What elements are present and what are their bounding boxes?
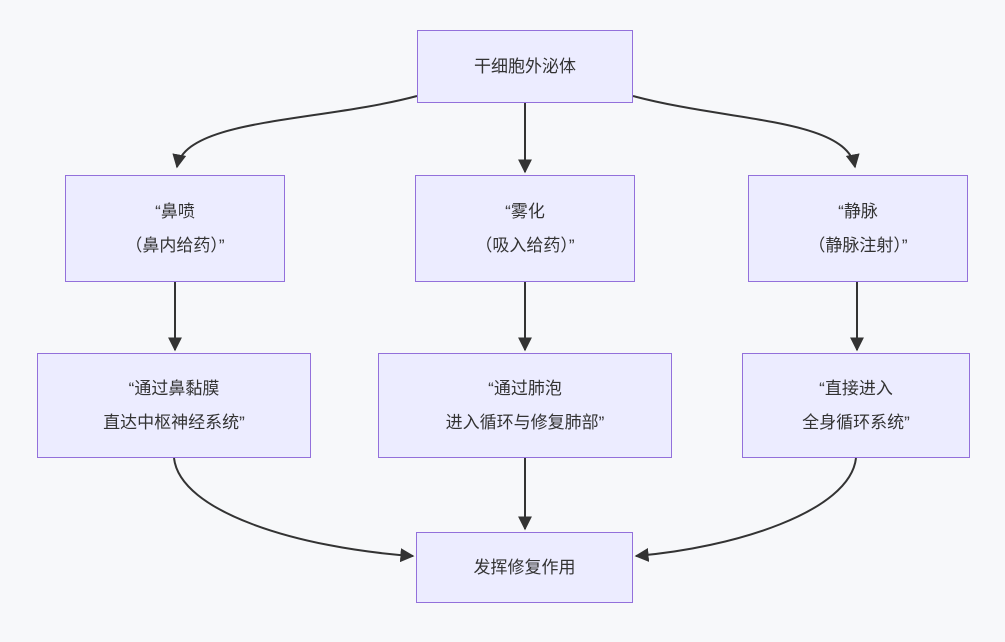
node-source: 干细胞外泌体 bbox=[417, 30, 633, 103]
node-source-label: 干细胞外泌体 bbox=[474, 56, 576, 76]
node-path-nasal: “通过鼻黏膜 直达中枢神经系统” bbox=[37, 353, 311, 458]
node-route-nasal-label: “鼻喷 （鼻内给药）” bbox=[125, 201, 225, 255]
edge-source-to-route-nasal bbox=[172, 95, 418, 169]
node-path-nebulize: “通过肺泡 进入循环与修复肺部” bbox=[378, 353, 672, 458]
node-route-nebulize-label: “雾化 （吸入给药）” bbox=[475, 201, 575, 255]
edge-path-iv-to-outcome bbox=[634, 457, 857, 562]
node-path-iv-label: “直接进入 全身循环系统” bbox=[802, 378, 910, 432]
node-outcome-label: 发挥修复作用 bbox=[473, 557, 576, 577]
node-path-iv: “直接进入 全身循环系统” bbox=[742, 353, 970, 458]
node-route-iv-label: “静脉 （静脉注射）” bbox=[808, 201, 908, 255]
node-route-nebulize: “雾化 （吸入给药）” bbox=[415, 175, 635, 282]
node-path-nasal-label: “通过鼻黏膜 直达中枢神经系统” bbox=[103, 378, 245, 432]
edge-source-to-route-iv bbox=[632, 95, 860, 169]
node-outcome: 发挥修复作用 bbox=[416, 532, 633, 603]
node-route-nasal: “鼻喷 （鼻内给药）” bbox=[65, 175, 285, 282]
node-route-iv: “静脉 （静脉注射）” bbox=[748, 175, 968, 282]
node-path-nebulize-label: “通过肺泡 进入循环与修复肺部” bbox=[445, 378, 605, 432]
edge-path-nasal-to-outcome bbox=[173, 457, 415, 563]
